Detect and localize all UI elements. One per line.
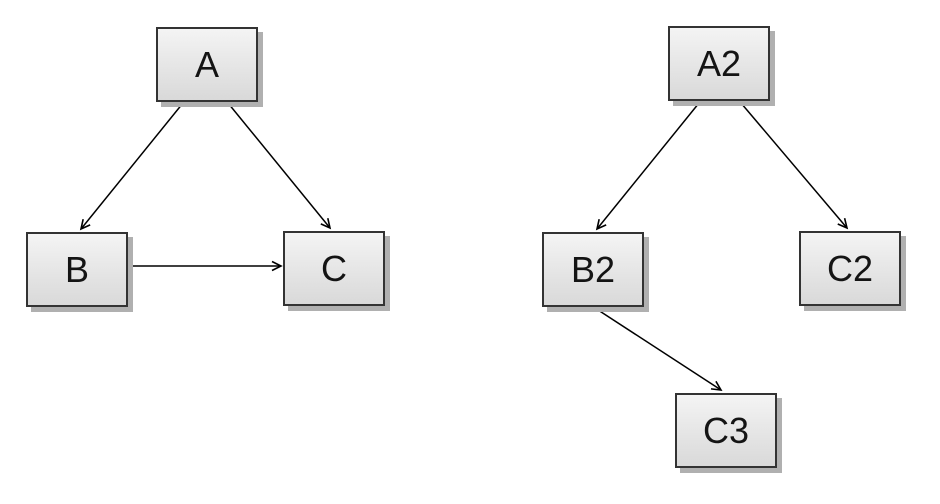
node-C3: C3 (675, 393, 777, 468)
node-B2: B2 (542, 232, 644, 307)
node-A2: A2 (668, 26, 770, 101)
node-A2-label: A2 (696, 42, 742, 84)
edge-B2-C3 (594, 307, 723, 391)
node-B2-label: B2 (570, 248, 616, 290)
edge-A2-C2 (740, 102, 849, 230)
node-C2: C2 (799, 231, 901, 306)
node-C-label: C (321, 247, 347, 289)
node-B: B (26, 232, 128, 307)
node-A-label: A (194, 43, 219, 85)
node-B-label: B (64, 248, 89, 290)
edge-A-B (79, 102, 184, 231)
node-C: C (283, 231, 385, 306)
edge-A-C (227, 102, 332, 230)
node-C3-label: C3 (702, 409, 750, 451)
edge-A2-B2 (595, 102, 700, 231)
node-C2-label: C2 (826, 247, 874, 289)
node-A: A (156, 27, 258, 102)
